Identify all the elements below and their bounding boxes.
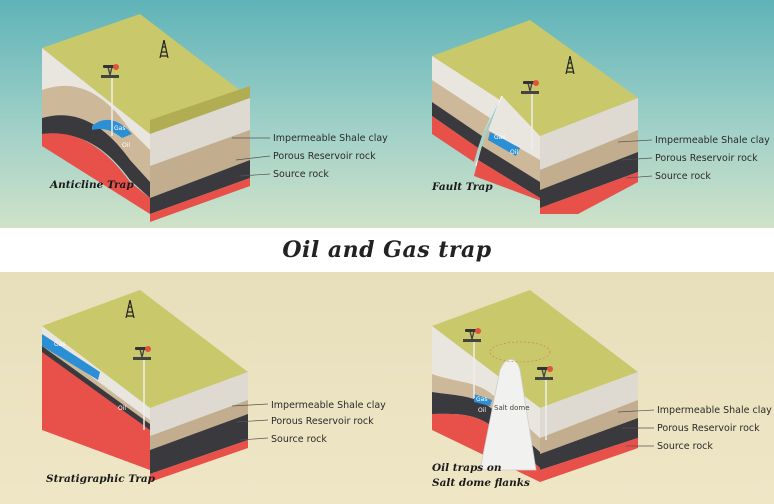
salt-dome-trap-block: Salt dome Gas Oil Impermeable Shale clay…: [432, 290, 772, 489]
gas-pocket: [474, 394, 492, 406]
source-layer: [42, 133, 150, 214]
caption-fault: Fault Trap: [431, 181, 493, 193]
gas-label: Gas: [114, 125, 125, 132]
topsoil-surface: [432, 290, 638, 408]
label-reservoir: Porous Reservoir rock: [655, 153, 758, 164]
page-title: Oil and Gas trap: [282, 237, 492, 263]
salt-dome: [479, 359, 537, 471]
caption-saltdome-line1: Oil traps on: [432, 462, 502, 474]
oil-label: Oil: [118, 405, 126, 412]
gas-label: Gas: [494, 134, 505, 141]
label-shale: Impermeable Shale clay: [271, 400, 386, 411]
anticline-trap-block: Gas Oil Impermeable Shale clay Porous Re…: [42, 14, 388, 222]
source-layer: [42, 350, 150, 470]
oil-label: Oil: [122, 142, 130, 149]
gas-label: Gas: [54, 341, 65, 348]
topsoil-surface: [432, 20, 638, 136]
caption-stratigraphic: Stratigraphic Trap: [46, 473, 156, 485]
oil-label: Oil: [478, 407, 486, 414]
label-source: Source rock: [657, 441, 713, 452]
stratigraphic-trap-block: Gas Oil Impermeable Shale clay Porous Re…: [42, 290, 386, 485]
caption-saltdome-line2: Salt dome flanks: [432, 477, 530, 489]
dark-layer: [42, 115, 150, 198]
caption-anticline: Anticline Trap: [49, 179, 134, 191]
label-shale: Impermeable Shale clay: [655, 135, 770, 146]
label-source: Source rock: [273, 169, 329, 180]
label-reservoir: Porous Reservoir rock: [273, 151, 376, 162]
fault-trap-block: Gas Oil Impermeable Shale clay Porous Re…: [431, 20, 770, 214]
reservoir-layer: [42, 85, 150, 182]
label-shale: Impermeable Shale clay: [657, 405, 772, 416]
label-shale: Impermeable Shale clay: [273, 133, 388, 144]
oil-label: Oil: [510, 149, 518, 156]
salt-dome-label: Salt dome: [494, 404, 530, 412]
gas-pocket: [488, 132, 520, 156]
label-reservoir: Porous Reservoir rock: [657, 423, 760, 434]
gas-pocket: [42, 334, 100, 380]
label-source: Source rock: [271, 434, 327, 445]
gas-label: Gas: [476, 396, 487, 403]
label-source: Source rock: [655, 171, 711, 182]
title-band: Oil and Gas trap: [0, 228, 774, 272]
label-reservoir: Porous Reservoir rock: [271, 416, 374, 427]
